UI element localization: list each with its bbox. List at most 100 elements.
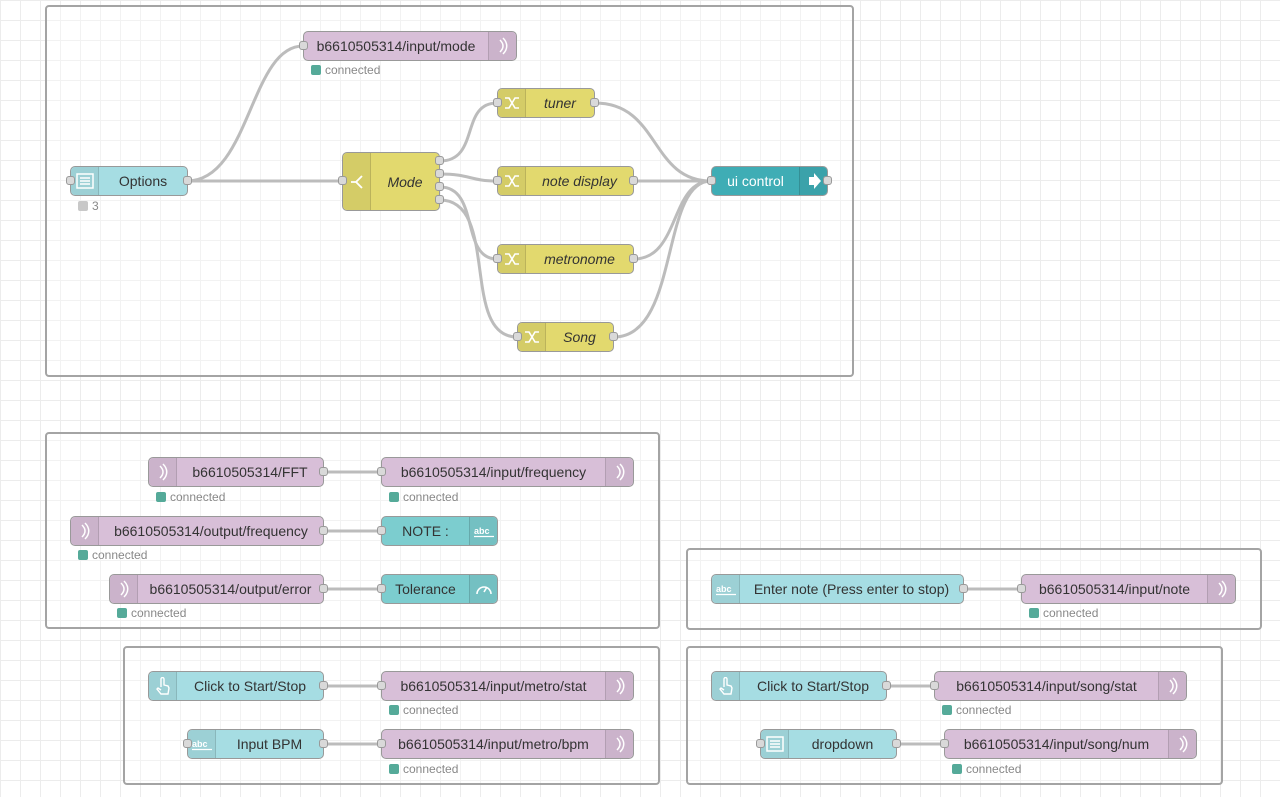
output-port[interactable] xyxy=(183,176,192,185)
output-port[interactable] xyxy=(319,739,328,748)
mqtt-out-input-frequency-node[interactable]: b6610505314/input/frequency xyxy=(381,457,634,487)
input-port[interactable] xyxy=(338,176,347,185)
song-start-stop-button-node[interactable]: Click to Start/Stop xyxy=(711,671,887,701)
enter-note-text-input-node[interactable]: abc Enter note (Press enter to stop) xyxy=(711,574,964,604)
input-port[interactable] xyxy=(299,41,308,50)
mqtt-out-song-stat-node[interactable]: b6610505314/input/song/stat xyxy=(934,671,1187,701)
status-indicator xyxy=(1029,608,1039,618)
list-icon xyxy=(71,167,99,195)
node-label: Enter note (Press enter to stop) xyxy=(753,581,950,597)
node-label: b6610505314/input/frequency xyxy=(400,464,587,480)
status-text: 3 xyxy=(92,199,99,213)
input-port[interactable] xyxy=(377,584,386,593)
output-port[interactable] xyxy=(959,584,968,593)
output-port[interactable] xyxy=(319,526,328,535)
mqtt-out-input-mode-node[interactable]: b6610505314/input/mode xyxy=(303,31,517,61)
mqtt-in-fft-node[interactable]: b6610505314/FFT xyxy=(148,457,324,487)
status-indicator xyxy=(311,65,321,75)
node-label: Options xyxy=(118,173,168,189)
node-status: connected xyxy=(156,490,225,504)
antenna-icon xyxy=(110,575,138,603)
input-port[interactable] xyxy=(493,98,502,107)
mqtt-out-metro-bpm-node[interactable]: b6610505314/input/metro/bpm xyxy=(381,729,634,759)
output-port[interactable] xyxy=(590,98,599,107)
mqtt-in-output-frequency-node[interactable]: b6610505314/output/frequency xyxy=(70,516,324,546)
tuner-change-node[interactable]: tuner xyxy=(497,88,595,118)
input-port[interactable] xyxy=(66,176,75,185)
input-port[interactable] xyxy=(1017,584,1026,593)
output-port[interactable] xyxy=(435,182,444,191)
song-change-node[interactable]: Song xyxy=(517,322,614,352)
input-port[interactable] xyxy=(183,739,192,748)
input-port[interactable] xyxy=(756,739,765,748)
input-bpm-text-input-node[interactable]: abc Input BPM xyxy=(187,729,324,759)
status-indicator xyxy=(156,492,166,502)
svg-text:abc: abc xyxy=(474,526,490,536)
node-label: Click to Start/Stop xyxy=(756,678,870,694)
options-dropdown-node[interactable]: Options xyxy=(70,166,188,196)
output-port[interactable] xyxy=(435,156,444,165)
node-status: connected xyxy=(389,490,458,504)
output-port[interactable] xyxy=(435,195,444,204)
node-label: note display xyxy=(542,173,617,189)
metro-start-stop-button-node[interactable]: Click to Start/Stop xyxy=(148,671,324,701)
output-port[interactable] xyxy=(319,681,328,690)
output-port[interactable] xyxy=(882,681,891,690)
group-metronome[interactable] xyxy=(123,646,660,785)
output-port[interactable] xyxy=(319,584,328,593)
antenna-icon xyxy=(605,458,633,486)
output-port[interactable] xyxy=(629,254,638,263)
note-text-node[interactable]: NOTE : abc xyxy=(381,516,498,546)
input-port[interactable] xyxy=(493,176,502,185)
svg-text:abc: abc xyxy=(192,739,208,749)
node-label: Mode xyxy=(387,173,423,190)
node-status: 3 xyxy=(78,199,99,213)
input-port[interactable] xyxy=(493,254,502,263)
node-label: metronome xyxy=(544,251,615,267)
node-label: NOTE : xyxy=(402,523,449,539)
abc-icon: abc xyxy=(469,517,497,545)
tolerance-gauge-node[interactable]: Tolerance xyxy=(381,574,498,604)
node-label: Tolerance xyxy=(395,581,456,597)
status-indicator xyxy=(117,608,127,618)
node-label: Click to Start/Stop xyxy=(193,678,307,694)
input-port[interactable] xyxy=(930,681,939,690)
input-port[interactable] xyxy=(707,176,716,185)
node-label: b6610505314/input/metro/bpm xyxy=(398,736,589,752)
mode-switch-node[interactable]: Mode xyxy=(342,152,440,211)
input-port[interactable] xyxy=(377,681,386,690)
song-dropdown-node[interactable]: dropdown xyxy=(760,729,897,759)
input-port[interactable] xyxy=(377,739,386,748)
input-port[interactable] xyxy=(377,467,386,476)
hand-pointer-icon xyxy=(149,672,177,700)
switch-icon xyxy=(343,153,371,210)
note-display-change-node[interactable]: note display xyxy=(497,166,634,196)
mqtt-out-metro-stat-node[interactable]: b6610505314/input/metro/stat xyxy=(381,671,634,701)
output-port[interactable] xyxy=(823,176,832,185)
group-song[interactable] xyxy=(686,646,1223,785)
output-port[interactable] xyxy=(609,332,618,341)
output-port[interactable] xyxy=(629,176,638,185)
abc-icon: abc xyxy=(188,730,216,758)
node-label: Song xyxy=(563,329,596,345)
input-port[interactable] xyxy=(940,739,949,748)
status-text: connected xyxy=(131,606,187,620)
mqtt-in-output-error-node[interactable]: b6610505314/output/error xyxy=(109,574,324,604)
output-port[interactable] xyxy=(319,467,328,476)
antenna-icon xyxy=(488,32,516,60)
ui-control-node[interactable]: ui control xyxy=(711,166,828,196)
node-status: connected xyxy=(952,762,1021,776)
antenna-icon xyxy=(605,672,633,700)
shuffle-icon xyxy=(498,245,526,273)
node-label: b6610505314/input/metro/stat xyxy=(400,678,587,694)
mqtt-out-input-note-node[interactable]: b6610505314/input/note xyxy=(1021,574,1236,604)
metronome-change-node[interactable]: metronome xyxy=(497,244,634,274)
output-port[interactable] xyxy=(892,739,901,748)
status-text: connected xyxy=(966,762,1022,776)
node-label: b6610505314/input/note xyxy=(1038,581,1191,597)
antenna-icon xyxy=(1158,672,1186,700)
input-port[interactable] xyxy=(513,332,522,341)
output-port[interactable] xyxy=(435,169,444,178)
input-port[interactable] xyxy=(377,526,386,535)
mqtt-out-song-num-node[interactable]: b6610505314/input/song/num xyxy=(944,729,1197,759)
